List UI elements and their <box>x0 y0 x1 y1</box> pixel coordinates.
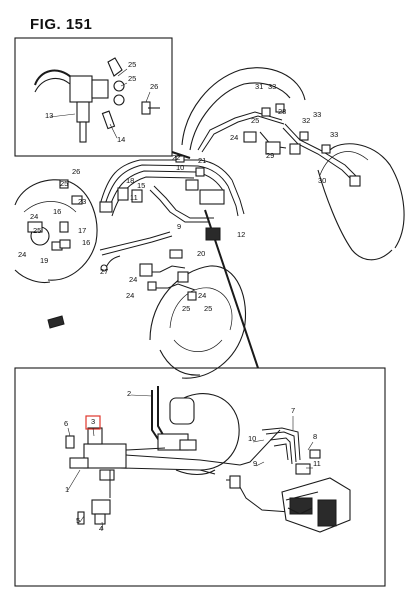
callout-c23: 23 <box>78 197 86 206</box>
callout-c2: 2 <box>127 389 131 398</box>
callout-c9b: 9 <box>253 459 257 468</box>
callout-c16: 16 <box>53 207 61 216</box>
callout-c21: 21 <box>198 156 206 165</box>
bleed-screw <box>101 110 116 130</box>
callout-c11: 11 <box>130 193 138 202</box>
callout-c13: 13 <box>45 111 53 120</box>
master-cylinder <box>83 443 127 469</box>
brake-pipe-network <box>47 103 361 329</box>
lower-inset-frame <box>14 367 386 587</box>
callout-c19: 19 <box>40 256 48 265</box>
callout-c24a: 24 <box>230 133 238 142</box>
callout-c33a: 33 <box>268 82 276 91</box>
bolt-6 <box>65 435 75 449</box>
callout-c11b: 11 <box>313 459 321 468</box>
callout-c25e: 25 <box>33 226 41 235</box>
callout-c31: 31 <box>255 82 263 91</box>
callout-c24d: 24 <box>129 275 137 284</box>
callout-c26b: 26 <box>72 167 80 176</box>
bolt-icon <box>47 315 65 329</box>
callout-c29: 29 <box>266 151 274 160</box>
callout-c22: 22 <box>172 153 180 162</box>
brake-booster <box>179 393 240 471</box>
callout-c32: 32 <box>302 116 310 125</box>
callout-c18: 18 <box>126 176 134 185</box>
callout-c4: 4 <box>99 524 103 533</box>
callout-c24b: 24 <box>30 212 38 221</box>
callout-c10: 10 <box>176 163 184 172</box>
part-12 <box>205 227 221 241</box>
figure-title: FIG. 151 <box>30 16 93 33</box>
callout-c33c: 33 <box>330 130 338 139</box>
callout-c5: 5 <box>76 516 80 525</box>
callout-c26a: 26 <box>150 82 158 91</box>
caliper <box>27 221 43 233</box>
callout-c25f: 25 <box>182 304 190 313</box>
callout-c25g: 25 <box>204 304 212 313</box>
proportioning-valve <box>199 189 225 205</box>
callout-c1: 1 <box>65 485 69 494</box>
callout-c10b: 10 <box>248 434 256 443</box>
callout-c12: 12 <box>237 230 245 239</box>
callout-c30: 30 <box>318 176 326 185</box>
callout-c25c: 25 <box>251 116 259 125</box>
callout-c25b: 25 <box>128 74 136 83</box>
callout-c25d: 25 <box>60 179 68 188</box>
front-wheel-left <box>14 179 98 284</box>
inset-pointer <box>171 151 191 159</box>
callout-c28: 28 <box>278 107 286 116</box>
callout-c9: 9 <box>177 222 181 231</box>
inset-fitting-detail <box>14 37 173 157</box>
hose-elbow <box>107 57 123 77</box>
callout-c14: 14 <box>117 135 125 144</box>
rear-wheel-top <box>181 67 405 261</box>
callout-c25a: 25 <box>128 60 136 69</box>
reservoir <box>169 397 195 425</box>
bolt-5 <box>77 511 85 525</box>
callout-c7: 7 <box>291 406 295 415</box>
callout-c6: 6 <box>64 419 68 428</box>
callout-c24e: 24 <box>126 291 134 300</box>
callout-c3: 3 <box>91 417 95 426</box>
callout-c27: 27 <box>100 267 108 276</box>
lower-fitting <box>76 101 90 123</box>
callout-c20: 20 <box>197 249 205 258</box>
junction-fitting <box>117 187 129 201</box>
curved-hose <box>34 69 73 86</box>
callout-c15: 15 <box>137 181 145 190</box>
callout-c16b: 16 <box>82 238 90 247</box>
inset-frame <box>14 37 173 157</box>
callout-c24c: 24 <box>18 250 26 259</box>
front-wheel-right <box>149 265 247 379</box>
fitting-block <box>69 75 93 103</box>
inset-master-cylinder <box>14 367 386 587</box>
callout-c33b: 33 <box>313 110 321 119</box>
callout-c17: 17 <box>78 226 86 235</box>
callout-c8: 8 <box>313 432 317 441</box>
callout-c24f: 24 <box>198 291 206 300</box>
